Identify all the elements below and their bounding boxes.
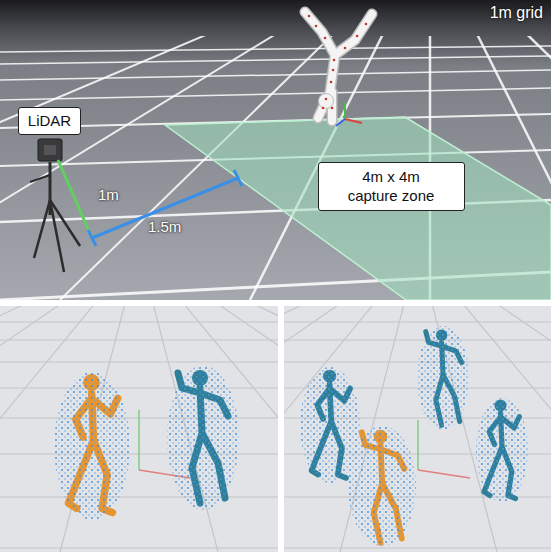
capture-zone (165, 117, 551, 300)
box-label: LiDAR (27, 111, 72, 130)
panel-floor (284, 306, 551, 552)
scale-note: 1m grid (490, 4, 543, 22)
humanoid-figure (305, 12, 372, 121)
floor-background (0, 0, 551, 300)
label-box: 4m x 4m capture zone (318, 162, 465, 211)
panel-floor (0, 306, 278, 552)
height-dimension (58, 160, 92, 238)
box-label: 4m x 4m capture zone (339, 167, 443, 205)
floor-grid (284, 306, 551, 552)
panel-gap (0, 300, 551, 552)
skeleton-figures (54, 326, 528, 546)
floor-grid (0, 36, 551, 300)
label-box: LiDAR (18, 107, 81, 135)
floor-grid (0, 306, 278, 552)
distance-dimension (88, 170, 242, 246)
lidar-tripod (30, 139, 80, 272)
dimension-label: 1.5m (148, 218, 181, 236)
axis-gizmo (336, 102, 362, 126)
dimension-label: 1m (98, 186, 119, 204)
